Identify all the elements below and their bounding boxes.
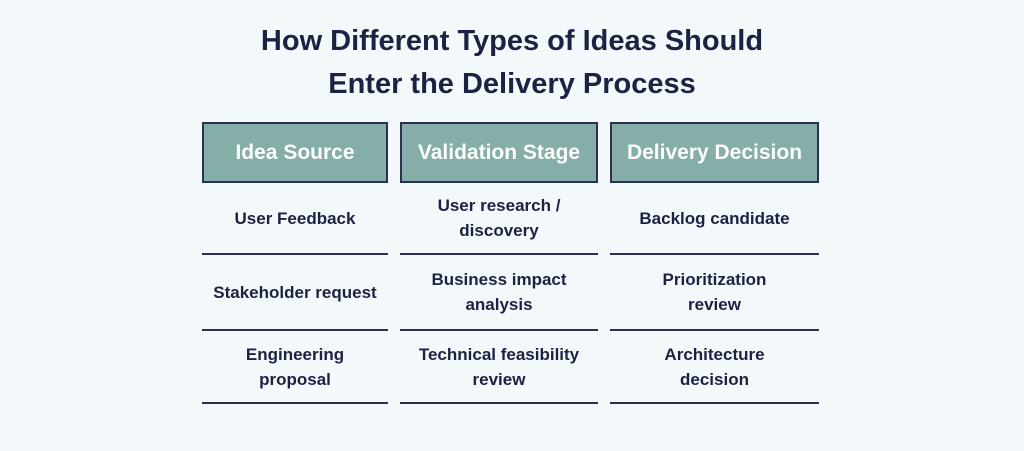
table-cell-validation-stage-1: User research / discovery bbox=[400, 183, 598, 255]
column-header-validation-stage: Validation Stage bbox=[400, 122, 598, 183]
table-cell-delivery-decision-2: Prioritization review bbox=[610, 255, 819, 331]
idea-flow-table: Idea Source Validation Stage Delivery De… bbox=[202, 122, 1024, 404]
column-header-delivery-decision: Delivery Decision bbox=[610, 122, 819, 183]
table-cell-idea-source-2: Stakeholder request bbox=[202, 255, 388, 331]
title-line-2: Enter the Delivery Process bbox=[328, 68, 696, 100]
table-cell-delivery-decision-1: Backlog candidate bbox=[610, 183, 819, 255]
page-title: How Different Types of Ideas Should Ente… bbox=[0, 0, 1024, 106]
idea-delivery-infographic: How Different Types of Ideas Should Ente… bbox=[0, 0, 1024, 404]
table-cell-idea-source-1: User Feedback bbox=[202, 183, 388, 255]
table-cell-delivery-decision-3: Architecture decision bbox=[610, 331, 819, 404]
table-cell-validation-stage-3: Technical feasibility review bbox=[400, 331, 598, 404]
table-cell-idea-source-3: Engineering proposal bbox=[202, 331, 388, 404]
column-header-idea-source: Idea Source bbox=[202, 122, 388, 183]
title-line-1: How Different Types of Ideas Should bbox=[260, 25, 764, 57]
table-cell-validation-stage-2: Business impact analysis bbox=[400, 255, 598, 331]
